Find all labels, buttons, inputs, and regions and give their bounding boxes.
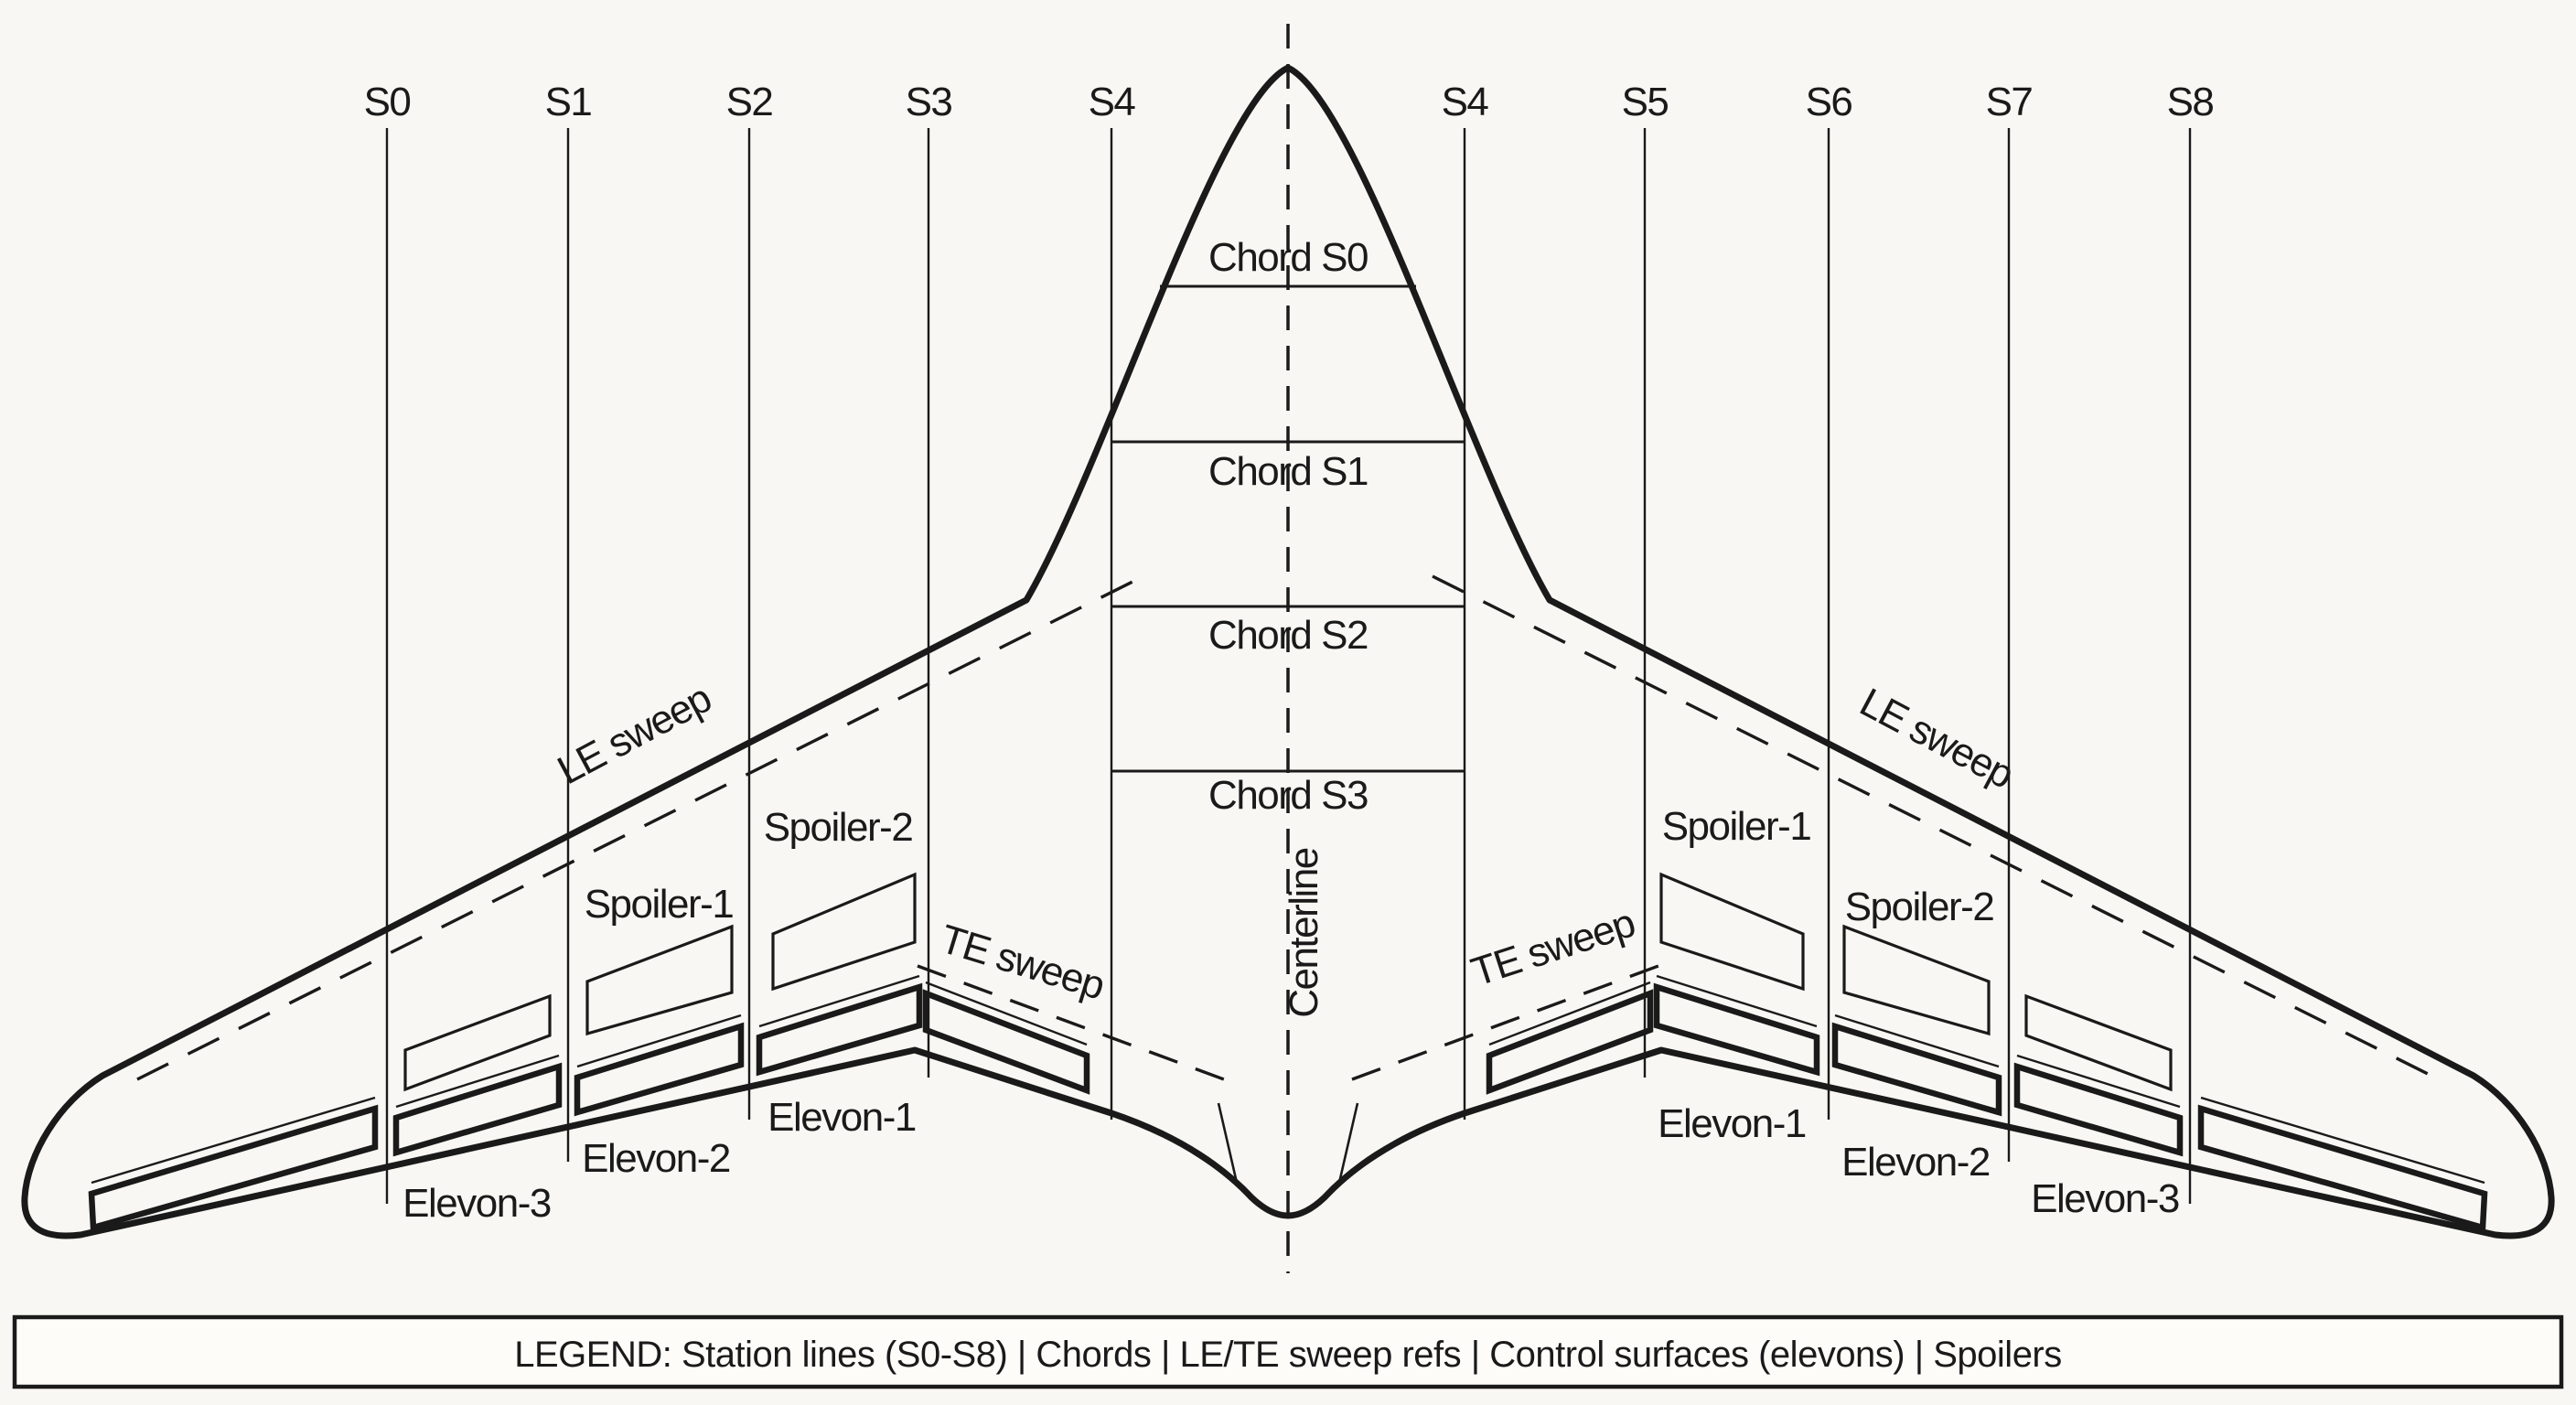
hinge-line — [395, 1054, 560, 1109]
te-sweep-label-right: TE sweep — [1466, 901, 1640, 995]
station-label-s8: S8 — [2167, 80, 2214, 124]
elevon-panel-2-right — [1831, 1022, 2002, 1117]
spoiler-panel-1-right — [1659, 872, 1805, 992]
legend: LEGEND: Station lines (S0-S8) | Chords |… — [12, 1314, 2564, 1389]
tail-notch-right — [1337, 1102, 1359, 1184]
station-label-s6: S6 — [1806, 80, 1852, 124]
elevon-label-1-left: Elevon-1 — [767, 1095, 916, 1140]
spoiler-label-2-right: Spoiler-2 — [1845, 885, 1994, 929]
station-label-s4-left: S4 — [1089, 80, 1136, 124]
hinge-line — [1488, 981, 1651, 1046]
elevon-panel-1-left — [756, 982, 923, 1077]
elevon-label-3-left: Elevon-3 — [402, 1181, 551, 1226]
chord-label-s2: Chord S2 — [1208, 613, 1368, 658]
station-label-s1: S1 — [545, 80, 592, 124]
spoiler-panel-1-left — [585, 924, 734, 1036]
legend-box — [12, 1314, 2564, 1389]
spoiler-labels: Spoiler-1 Spoiler-2 Spoiler-1 Spoiler-2 — [585, 804, 1995, 929]
tail-notch-left — [1217, 1102, 1239, 1184]
spoiler-panel-2-right — [1842, 924, 1991, 1036]
spoiler-label-1-right: Spoiler-1 — [1662, 804, 1811, 849]
spoiler-panels-left — [403, 872, 917, 1092]
spoiler-panel-outboard-right — [2024, 993, 2173, 1092]
elevon-label-3-right: Elevon-3 — [2031, 1176, 2179, 1221]
le-sweep-ref-right — [1432, 574, 2440, 1081]
elevon-panel-inner-right — [1486, 989, 1654, 1095]
station-label-s4-right: S4 — [1442, 80, 1489, 124]
chord-label-s1: Chord S1 — [1208, 449, 1368, 494]
elevon-panel-outboard-left — [88, 1104, 379, 1232]
te-sweep-ref-right — [1351, 964, 1659, 1081]
elevon-panel-1-right — [1653, 982, 1820, 1077]
elevon-panel-3-left — [392, 1062, 563, 1157]
le-sweep-label-left: LE sweep — [551, 676, 718, 793]
chord-label-s3: Chord S3 — [1208, 773, 1368, 818]
centerline-label: Centerline — [1282, 848, 1326, 1018]
le-sweep-ref-left — [136, 574, 1144, 1081]
elevon-panel-outboard-right — [2197, 1104, 2488, 1232]
elevon-panels-left — [88, 982, 1090, 1232]
station-lines — [385, 128, 2192, 1204]
le-sweep-refs — [136, 574, 2440, 1081]
chord-lines — [1111, 284, 1465, 773]
station-label-s5: S5 — [1622, 80, 1669, 124]
legend-text: LEGEND: Station lines (S0-S8) | Chords |… — [514, 1335, 2062, 1375]
station-label-s7: S7 — [1986, 80, 2033, 124]
te-sweep-label-left: TE sweep — [935, 917, 1109, 1009]
hinge-line — [758, 974, 920, 1028]
hinge-line — [1656, 974, 1818, 1028]
elevon-label-2-left: Elevon-2 — [582, 1136, 730, 1181]
hinge-line — [1834, 1014, 2000, 1068]
spoiler-panel-2-left — [771, 872, 917, 992]
te-sweep-refs — [917, 964, 1659, 1081]
station-labels: S0 S1 S2 S3 S4 S4 S5 S6 S7 S8 — [364, 80, 2215, 124]
hinge-line — [576, 1014, 742, 1068]
elevon-panels-right — [1486, 982, 2488, 1232]
elevon-panel-2-left — [574, 1022, 745, 1117]
le-sweep-label-right: LE sweep — [1852, 680, 2020, 797]
chord-label-s0: Chord S0 — [1208, 235, 1368, 280]
spoiler-label-2-left: Spoiler-2 — [764, 805, 913, 850]
spoiler-label-1-left: Spoiler-1 — [585, 882, 734, 927]
te-sweep-ref-left — [917, 964, 1225, 1081]
station-label-s0: S0 — [364, 80, 411, 124]
hinge-line — [2200, 1096, 2485, 1185]
elevon-label-2-right: Elevon-2 — [1841, 1140, 1990, 1185]
elevon-hinge-lines — [91, 974, 2485, 1185]
elevon-panel-inner-left — [922, 989, 1090, 1095]
station-label-s2: S2 — [726, 80, 773, 124]
chord-labels: Chord S0 Chord S1 Chord S2 Chord S3 — [1208, 235, 1368, 818]
station-label-s3: S3 — [906, 80, 952, 124]
hinge-line — [925, 981, 1088, 1046]
hinge-line — [2016, 1054, 2181, 1109]
elevon-panel-3-right — [2013, 1062, 2184, 1157]
hinge-line — [91, 1096, 376, 1185]
spoiler-panel-outboard-left — [403, 993, 552, 1092]
elevon-labels: Elevon-1 Elevon-2 Elevon-3 Elevon-1 Elev… — [402, 1095, 2180, 1226]
elevon-label-1-right: Elevon-1 — [1658, 1101, 1806, 1146]
spoiler-panels-right — [1659, 872, 2173, 1092]
